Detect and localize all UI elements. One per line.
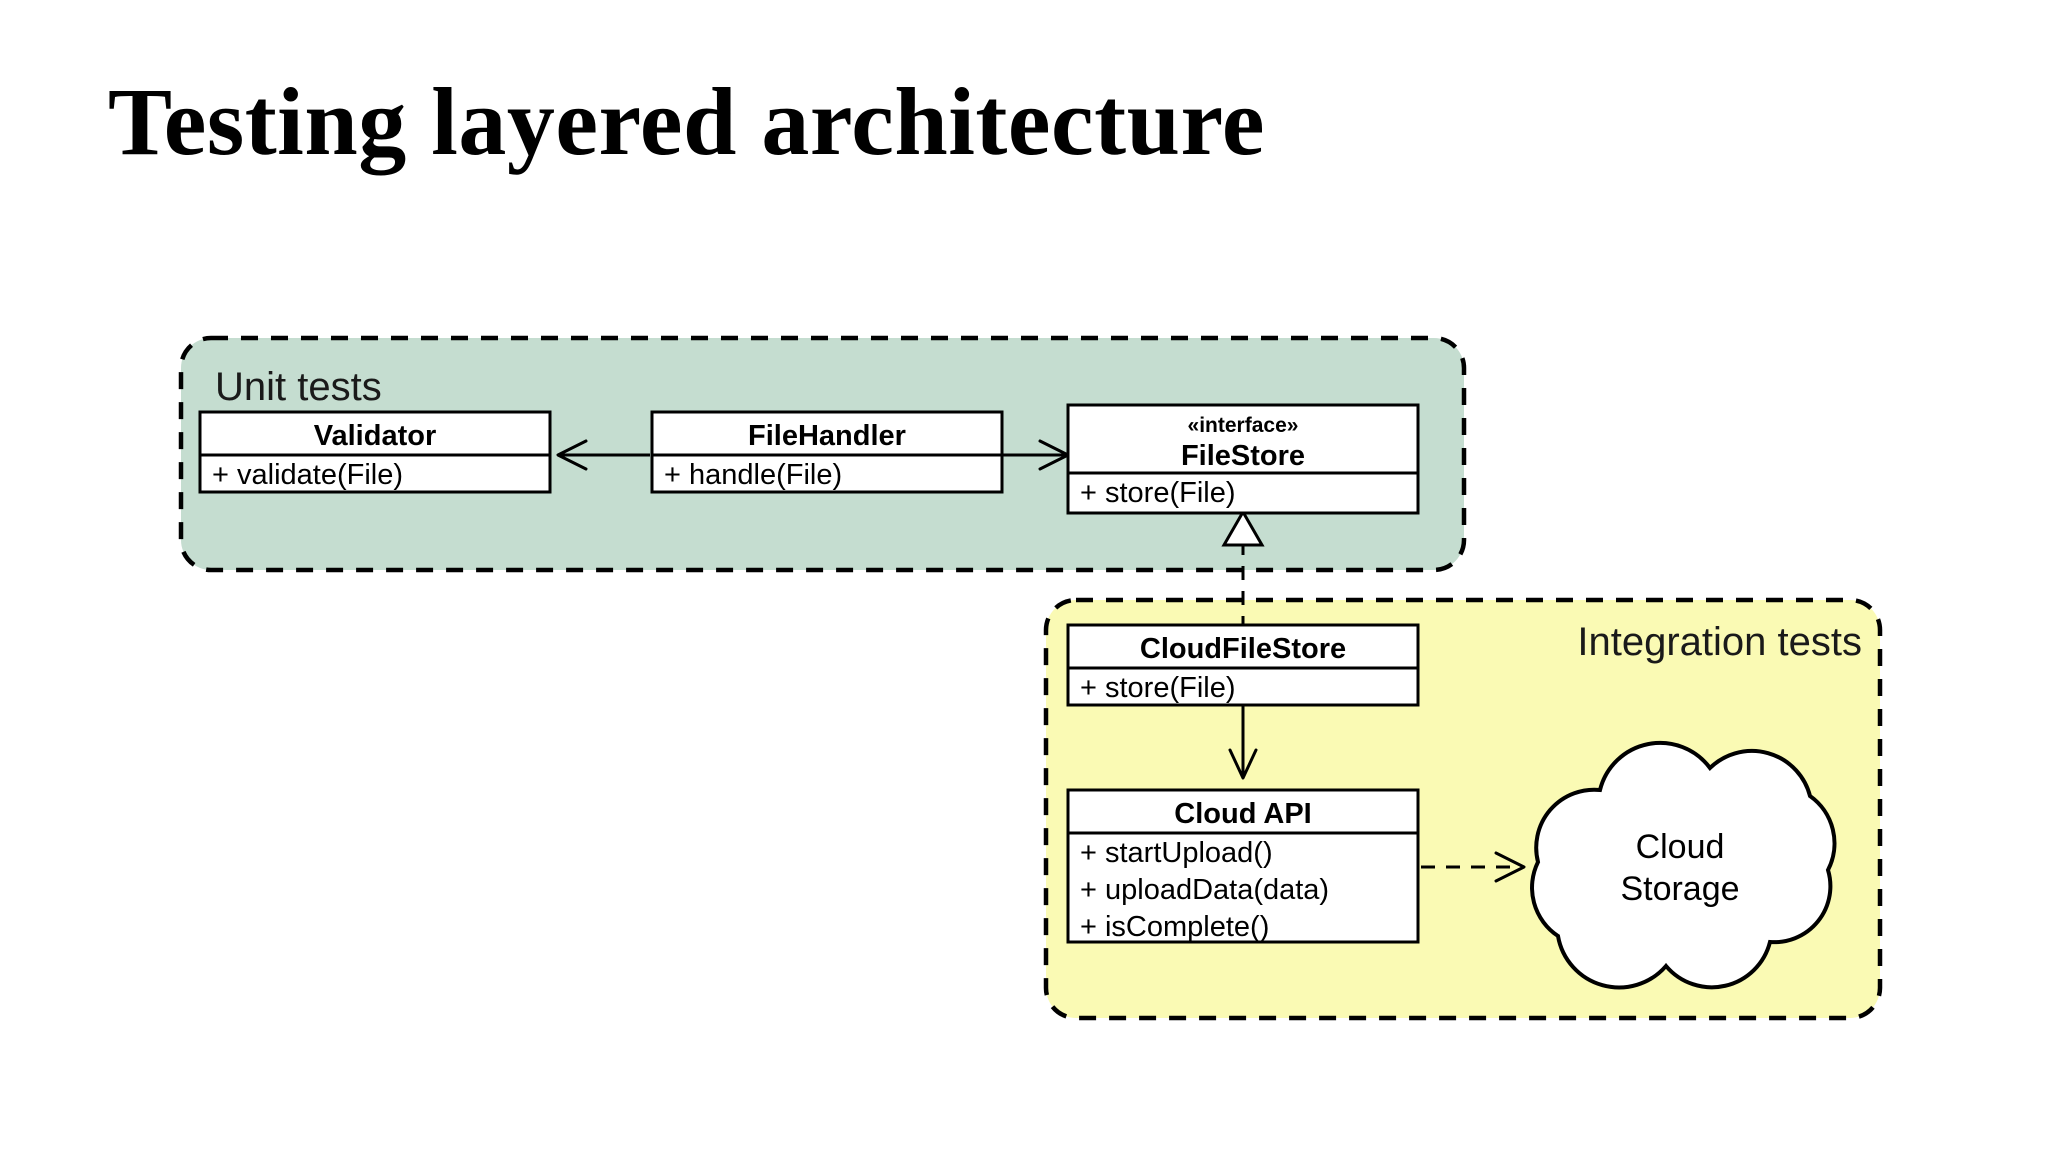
filestore-title: FileStore <box>1181 440 1305 472</box>
integration-tests-label: Integration tests <box>1577 620 1862 664</box>
cloudfilestore-title: CloudFileStore <box>1140 633 1346 665</box>
class-box-filehandler[interactable]: FileHandler + handle(File) <box>650 410 1004 494</box>
cloudapi-member-0: + startUpload() <box>1080 837 1273 869</box>
cloudfilestore-member-0: + store(File) <box>1080 672 1236 704</box>
class-box-validator[interactable]: Validator + validate(File) <box>198 410 552 494</box>
page-title: Testing layered architecture <box>108 68 1265 175</box>
class-box-filestore[interactable]: «interface» FileStore + store(File) <box>1066 403 1420 515</box>
edge-cloudfilestore-realizes-filestore <box>1221 508 1265 630</box>
unit-tests-label: Unit tests <box>215 365 382 409</box>
validator-member-0: + validate(File) <box>212 459 403 491</box>
validator-box <box>198 410 552 494</box>
cloud-icon <box>1530 740 1837 990</box>
cloud-storage-label-line1: Cloud <box>1636 828 1725 866</box>
cloudapi-box <box>1066 788 1420 944</box>
cloud-storage-label-line2: Storage <box>1620 870 1739 908</box>
hollow-triangle-arrowhead <box>1221 508 1265 547</box>
cloudapi-member-2: + isComplete() <box>1080 911 1269 943</box>
cloudapi-member-1: + uploadData(data) <box>1080 874 1329 906</box>
edge-cloudapi-to-cloud-storage <box>1421 851 1526 883</box>
edge-filehandler-to-validator <box>556 439 650 471</box>
filehandler-title: FileHandler <box>748 420 906 452</box>
validator-title: Validator <box>314 420 437 452</box>
cloud-storage-node[interactable]: Cloud Storage <box>1530 740 1837 990</box>
filestore-stereotype: «interface» <box>1188 414 1299 437</box>
edge-cloudfilestore-to-cloudapi <box>1228 702 1258 780</box>
filehandler-member-0: + handle(File) <box>664 459 842 491</box>
class-box-cloudapi[interactable]: Cloud API + startUpload() + uploadData(d… <box>1066 788 1420 944</box>
cloudapi-title: Cloud API <box>1174 798 1311 830</box>
filestore-box <box>1066 403 1420 515</box>
class-box-cloudfilestore[interactable]: CloudFileStore + store(File) <box>1066 623 1420 707</box>
cloudfilestore-box <box>1066 623 1420 707</box>
filestore-member-0: + store(File) <box>1080 477 1236 509</box>
filehandler-box <box>650 410 1004 494</box>
